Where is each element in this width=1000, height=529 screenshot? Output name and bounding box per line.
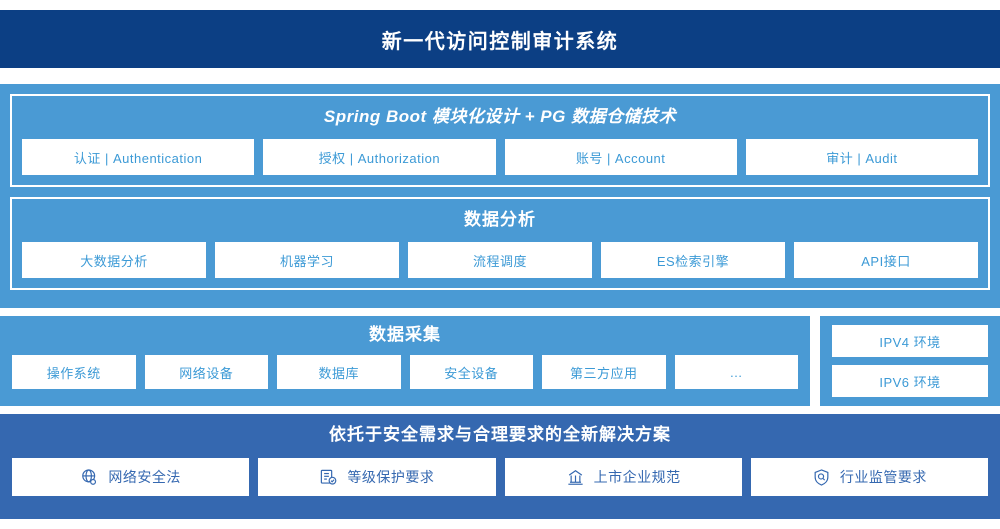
architecture-panel: Spring Boot 模块化设计 + PG 数据仓储技术 认证 | Authe…: [0, 84, 1000, 308]
card-label: 账号 | Account: [575, 150, 666, 166]
collection-card-security-device[interactable]: 安全设备: [409, 355, 533, 389]
solution-card-row: 网络安全法 等级保护要求: [12, 458, 988, 496]
data-collection-panel: 数据采集 操作系统 网络设备 数据库 安全设备 第三方应用 …: [0, 316, 810, 406]
solution-card-classified-protection[interactable]: 等级保护要求: [258, 458, 496, 496]
analysis-card-workflow-scheduling[interactable]: 流程调度: [408, 242, 592, 278]
analysis-card-api[interactable]: API接口: [794, 242, 978, 278]
platform-card-row: 认证 | Authentication 授权 | Authorization 账…: [22, 139, 978, 175]
analysis-card-bigdata[interactable]: 大数据分析: [22, 242, 206, 278]
page-title: 新一代访问控制审计系统: [381, 30, 619, 53]
analysis-box: 数据分析 大数据分析 机器学习 流程调度 ES检索引擎 API接口: [10, 197, 990, 290]
platform-card-authentication[interactable]: 认证 | Authentication: [22, 139, 255, 175]
card-label: 网络安全法: [108, 469, 181, 485]
card-label: 操作系统: [46, 365, 101, 381]
platform-box-title: Spring Boot 模块化设计 + PG 数据仓储技术: [323, 107, 677, 126]
collection-card-network-device[interactable]: 网络设备: [144, 355, 268, 389]
analysis-card-row: 大数据分析 机器学习 流程调度 ES检索引擎 API接口: [22, 242, 978, 278]
platform-card-audit[interactable]: 审计 | Audit: [745, 139, 978, 175]
environment-card-ipv4[interactable]: IPV4 环境: [832, 325, 988, 357]
analysis-box-title: 数据分析: [464, 210, 536, 229]
card-label: 大数据分析: [80, 253, 148, 269]
globe-icon: [80, 468, 99, 487]
solution-card-cybersecurity-law[interactable]: 网络安全法: [12, 458, 250, 496]
card-label: 第三方应用: [569, 365, 638, 381]
card-label: 机器学习: [279, 253, 334, 269]
analysis-card-es-search-engine[interactable]: ES检索引擎: [601, 242, 785, 278]
card-label: 授权 | Authorization: [318, 150, 441, 166]
card-label: 流程调度: [472, 253, 527, 269]
collection-card-more[interactable]: …: [674, 355, 798, 389]
solution-title: 依托于安全需求与合理要求的全新解决方案: [329, 425, 671, 444]
card-label: IPV6 环境: [879, 374, 941, 390]
data-collection-card-row: 操作系统 网络设备 数据库 安全设备 第三方应用 …: [12, 355, 798, 389]
shield-search-icon: [812, 468, 831, 487]
card-label: …: [729, 364, 743, 380]
collection-card-third-party-app[interactable]: 第三方应用: [542, 355, 666, 389]
solution-panel: 依托于安全需求与合理要求的全新解决方案 网络安全法: [0, 414, 1000, 519]
bank-icon: [566, 468, 585, 487]
card-label: 认证 | Authentication: [73, 150, 203, 166]
card-label: 行业监管要求: [839, 469, 927, 485]
card-label: 上市企业规范: [593, 469, 681, 485]
card-label: IPV4 环境: [879, 334, 941, 350]
environment-card-ipv6[interactable]: IPV6 环境: [832, 365, 988, 397]
page-header: 新一代访问控制审计系统: [0, 10, 1000, 68]
platform-card-account[interactable]: 账号 | Account: [504, 139, 737, 175]
card-label: API接口: [861, 253, 911, 269]
platform-box: Spring Boot 模块化设计 + PG 数据仓储技术 认证 | Authe…: [10, 94, 990, 187]
card-label: 审计 | Audit: [826, 150, 898, 166]
collection-card-database[interactable]: 数据库: [277, 355, 401, 389]
platform-card-authorization[interactable]: 授权 | Authorization: [263, 139, 496, 175]
card-label: ES检索引擎: [656, 253, 730, 269]
collection-card-operating-system[interactable]: 操作系统: [12, 355, 136, 389]
solution-card-listed-enterprise[interactable]: 上市企业规范: [504, 458, 742, 496]
document-check-icon: [319, 468, 338, 487]
card-label: 等级保护要求: [347, 469, 435, 485]
solution-card-industry-regulation[interactable]: 行业监管要求: [750, 458, 988, 496]
analysis-card-machine-learning[interactable]: 机器学习: [215, 242, 399, 278]
card-label: 数据库: [318, 365, 359, 381]
card-label: 网络设备: [179, 365, 234, 381]
environment-panel: IPV4 环境 IPV6 环境: [820, 316, 1000, 406]
data-collection-title: 数据采集: [369, 325, 441, 344]
card-label: 安全设备: [444, 365, 499, 381]
